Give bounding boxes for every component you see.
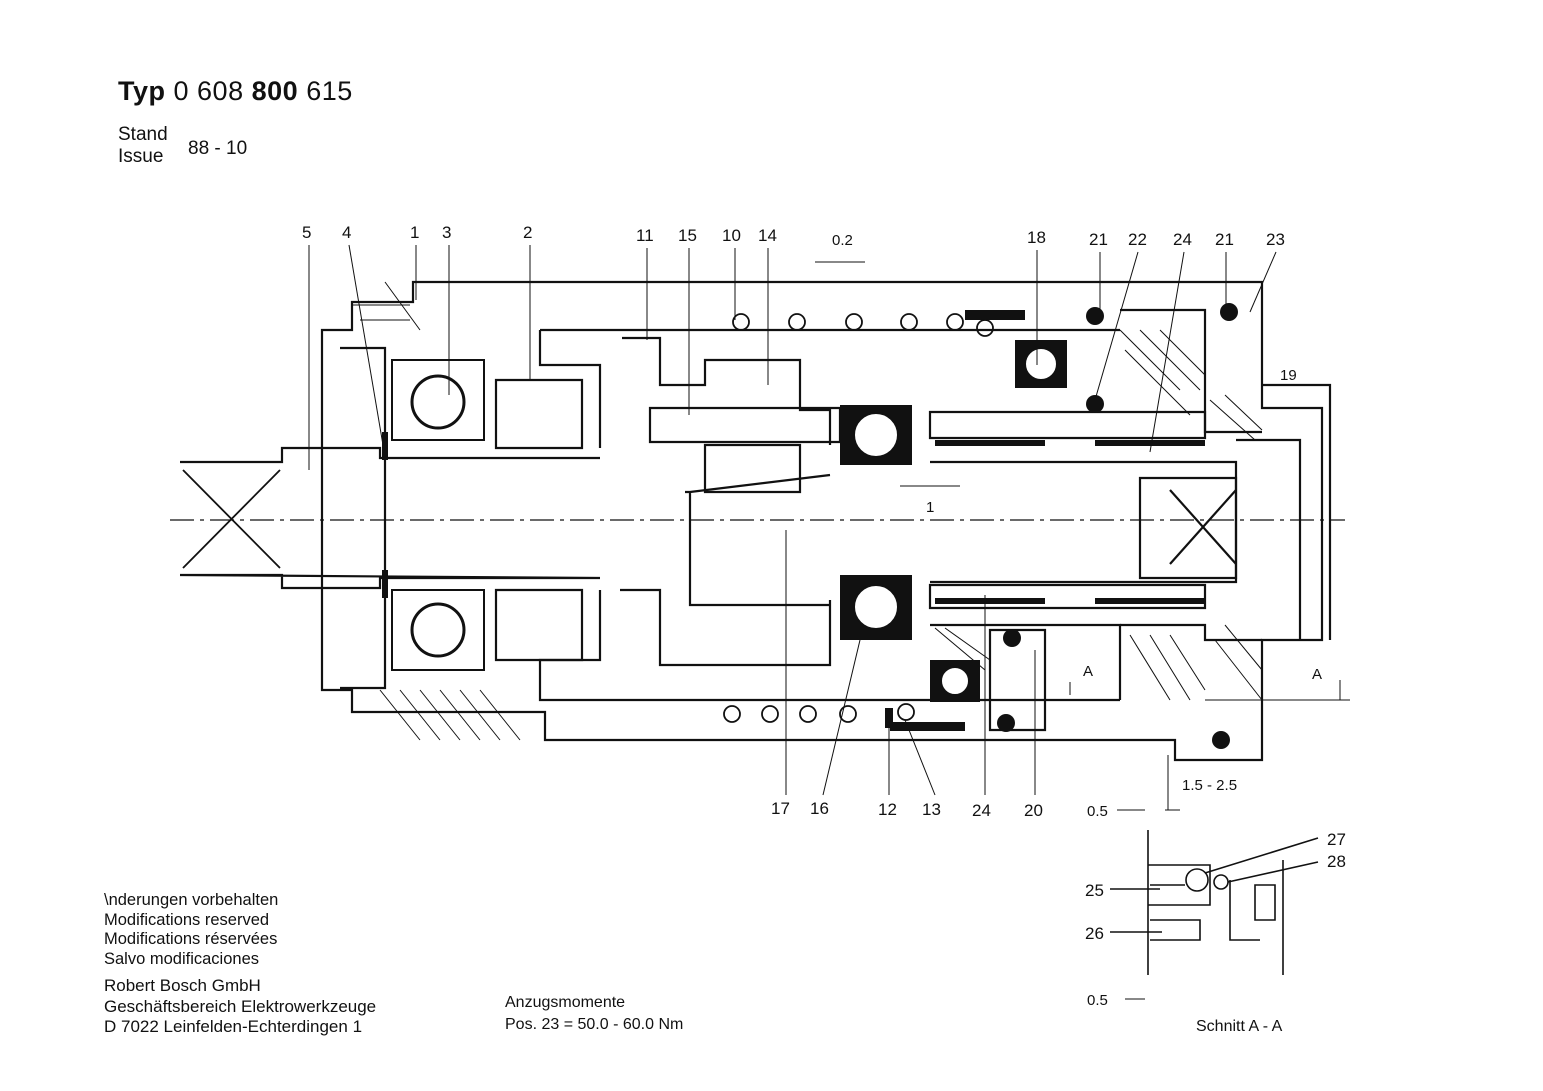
typ-part-2: 800 <box>251 76 299 106</box>
typ-label: Typ <box>118 76 166 106</box>
callout-23: 23 <box>1266 230 1285 249</box>
callout-12: 12 <box>878 800 897 819</box>
needle-bearings <box>935 440 1205 604</box>
note-en: Modifications reserved <box>104 910 270 929</box>
dim-range: 1.5 - 2.5 <box>1182 777 1237 794</box>
note-de: \nderungen vorbehalten <box>104 891 279 909</box>
callout-24a: 24 <box>1173 230 1192 249</box>
callouts-top: 5 4 1 3 2 11 15 10 14 18 21 22 24 21 23 <box>302 223 1285 249</box>
callout-11: 11 <box>636 226 654 245</box>
leader-lines <box>308 244 1350 796</box>
dim-gap-bottom: 0.5 <box>1087 992 1108 1009</box>
callout-14: 14 <box>758 226 777 245</box>
callout-27: 27 <box>1327 830 1346 849</box>
callout-21b: 21 <box>1215 230 1234 249</box>
callouts-section: 27 28 25 26 <box>1085 830 1346 943</box>
dim-shaft-gap: 1 <box>926 499 934 516</box>
square-drive <box>182 469 281 569</box>
hatching <box>352 281 1263 741</box>
dim-gap-top: 0.5 <box>1087 803 1108 820</box>
section-mark-a-left: A <box>1083 663 1093 680</box>
note-fr: Modifications réservées <box>104 930 278 948</box>
company-division: Geschäftsbereich Elektrowerkzeuge <box>104 996 377 1016</box>
callout-3: 3 <box>442 223 451 242</box>
issue-date: 88 - 10 <box>188 138 248 159</box>
callout-1: 1 <box>410 223 419 242</box>
issue-label: Issue <box>118 146 164 167</box>
callout-15: 15 <box>678 226 697 245</box>
callout-4: 4 <box>342 223 351 242</box>
dim-top-gap: 0.2 <box>832 232 853 249</box>
callout-5: 5 <box>302 223 311 242</box>
callout-10: 10 <box>722 226 741 245</box>
torque-line: Pos. 23 = 50.0 - 60.0 Nm <box>505 1016 684 1033</box>
callout-24b: 24 <box>972 801 991 820</box>
callout-16: 16 <box>810 799 829 818</box>
dim-right: 19 <box>1280 367 1297 384</box>
typ-part-3: 615 <box>306 76 353 106</box>
callout-20: 20 <box>1024 801 1043 820</box>
company-address: Robert Bosch GmbH Geschäftsbereich Elekt… <box>104 976 376 1038</box>
company-city: D 7022 Leinfelden-Echterdingen 1 <box>104 1017 363 1036</box>
dimension-arrows <box>1069 680 1341 1000</box>
callout-13: 13 <box>922 800 941 819</box>
callout-28: 28 <box>1327 852 1346 871</box>
section-label: Schnitt A - A <box>1196 1018 1283 1035</box>
bearings <box>391 340 1067 702</box>
modification-notes: \nderungen vorbehalten Modifications res… <box>104 891 278 969</box>
callout-26: 26 <box>1085 924 1104 943</box>
typ-part-1: 0 608 <box>173 76 244 106</box>
torque-heading: Anzugsmomente <box>505 994 626 1011</box>
section-a-a-detail <box>1110 830 1319 975</box>
callout-18: 18 <box>1027 228 1046 247</box>
spring <box>723 313 994 723</box>
stand-issue-labels: Stand Issue <box>118 124 168 168</box>
note-es: Salvo modificaciones <box>104 949 259 968</box>
callout-17: 17 <box>771 799 790 818</box>
callout-21a: 21 <box>1089 230 1108 249</box>
company-name: Robert Bosch GmbH <box>104 976 261 995</box>
dimension-labels: 0.2 1 19 A A 1.5 - 2.5 0.5 0.5 <box>832 232 1322 1009</box>
callout-22: 22 <box>1128 230 1147 249</box>
type-number: Typ 0 608 800 615 <box>118 76 353 107</box>
torque-spec: Anzugsmomente Pos. 23 = 50.0 - 60.0 Nm <box>505 992 683 1036</box>
stand-label: Stand <box>118 124 168 145</box>
callouts-bottom: 17 16 12 13 24 20 <box>771 799 1043 820</box>
callout-25: 25 <box>1085 881 1104 900</box>
housing-outline <box>179 280 1332 762</box>
section-mark-a-right: A <box>1312 666 1322 683</box>
o-rings <box>382 303 1238 749</box>
callout-2: 2 <box>523 223 532 242</box>
